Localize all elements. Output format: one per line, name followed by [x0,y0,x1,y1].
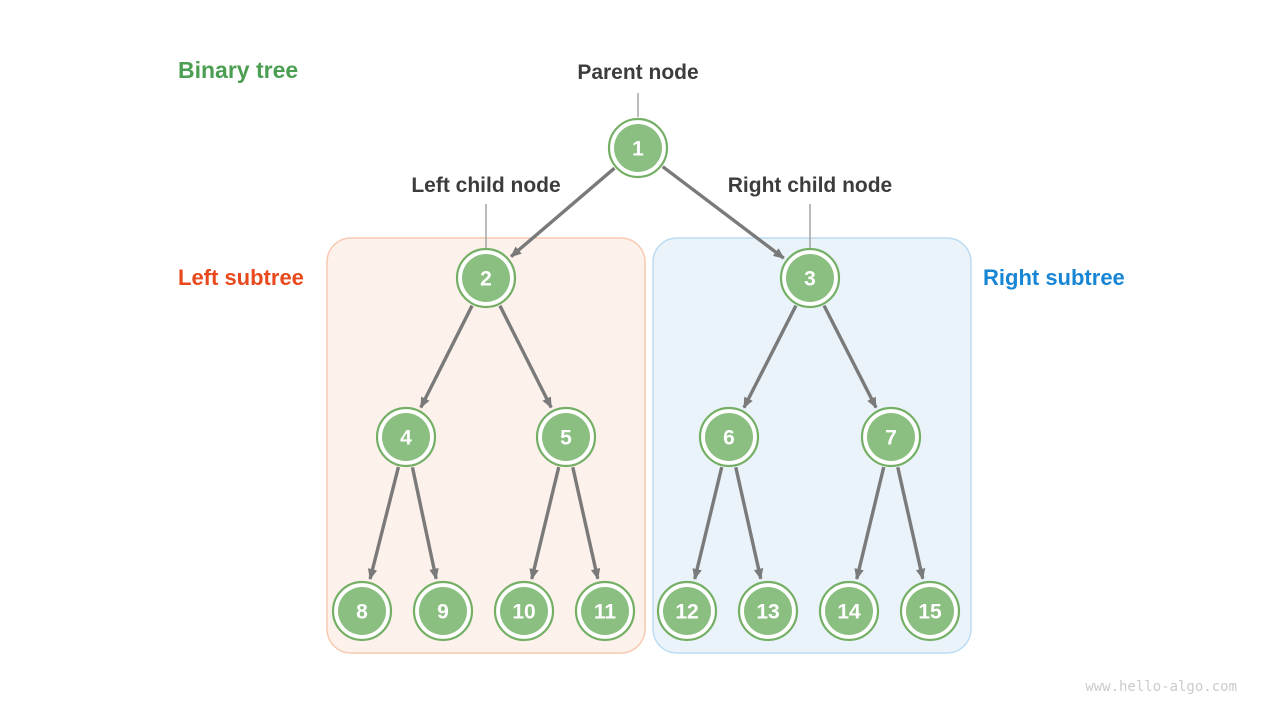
tree-node-2: 2 [455,247,517,309]
tree-edge-4-8 [367,466,401,580]
tree-edge-1-2 [509,166,616,258]
tree-node-11: 11 [574,580,636,642]
tree-node-8: 8 [331,580,393,642]
tree-node-5: 5 [535,406,597,468]
tree-edge-4-9 [410,466,439,580]
tree-node-circle [744,587,792,635]
tree-node-circle [419,587,467,635]
tree-edge-3-7 [822,304,878,409]
tree-node-circle [663,587,711,635]
tree-node-circle [906,587,954,635]
tree-node-12: 12 [656,580,718,642]
tree-node-10: 10 [493,580,555,642]
parent-node-label: Parent node [577,61,699,84]
tree-node-value: 5 [560,427,572,450]
tree-node-4: 4 [375,406,437,468]
tree-node-6: 6 [698,406,760,468]
tree-node-3: 3 [779,247,841,309]
tree-edge-2-4 [419,304,474,409]
tree-node-value: 8 [356,601,368,624]
tree-node-circle [382,413,430,461]
tree-node-value: 4 [400,427,412,450]
right-child-node-label: Right child node [727,174,893,197]
tree-edge-1-3 [661,165,785,260]
tree-node-circle [542,413,590,461]
tree-node-value: 12 [675,601,698,624]
right-subtree-label: Right subtree [983,265,1125,290]
tree-node-circle [462,254,510,302]
tree-node-value: 3 [804,268,816,291]
tree-node-value: 11 [594,601,617,624]
tree-node-value: 15 [918,601,942,624]
tree-node-9: 9 [412,580,474,642]
tree-node-circle [338,587,386,635]
left-child-node-label: Left child node [411,174,561,197]
tree-node-value: 14 [837,601,861,624]
tree-node-circle [500,587,548,635]
tree-node-value: 1 [632,138,644,161]
tree-node-14: 14 [818,580,880,642]
tree-node-value: 13 [756,601,779,624]
tree-edge-2-5 [498,304,553,409]
tree-node-circle [867,413,915,461]
tree-node-circle [705,413,753,461]
tree-edge-5-10 [529,466,561,580]
watermark-text: www.hello-algo.com [1085,679,1237,695]
tree-node-value: 10 [512,601,535,624]
tree-edge-5-11 [571,466,601,580]
tree-edge-7-15 [896,466,926,580]
tree-edge-6-13 [734,466,764,580]
tree-edge-6-12 [692,466,724,580]
tree-node-circle [825,587,873,635]
tree-node-7: 7 [860,406,922,468]
tree-node-circle [581,587,629,635]
right-subtree-box [652,237,972,654]
tree-edge-7-14 [854,466,886,580]
tree-node-value: 9 [437,601,449,624]
tree-node-value: 6 [723,427,735,450]
tree-node-13: 13 [737,580,799,642]
tree-node-value: 7 [885,427,897,450]
tree-node-value: 2 [480,268,492,291]
tree-node-15: 15 [899,580,961,642]
tree-edge-3-6 [742,304,798,409]
tree-node-circle [614,124,662,172]
tree-node-circle [786,254,834,302]
tree-node-1: 1 [607,117,669,179]
left-subtree-label: Left subtree [178,265,304,290]
diagram-title: Binary tree [178,57,299,83]
